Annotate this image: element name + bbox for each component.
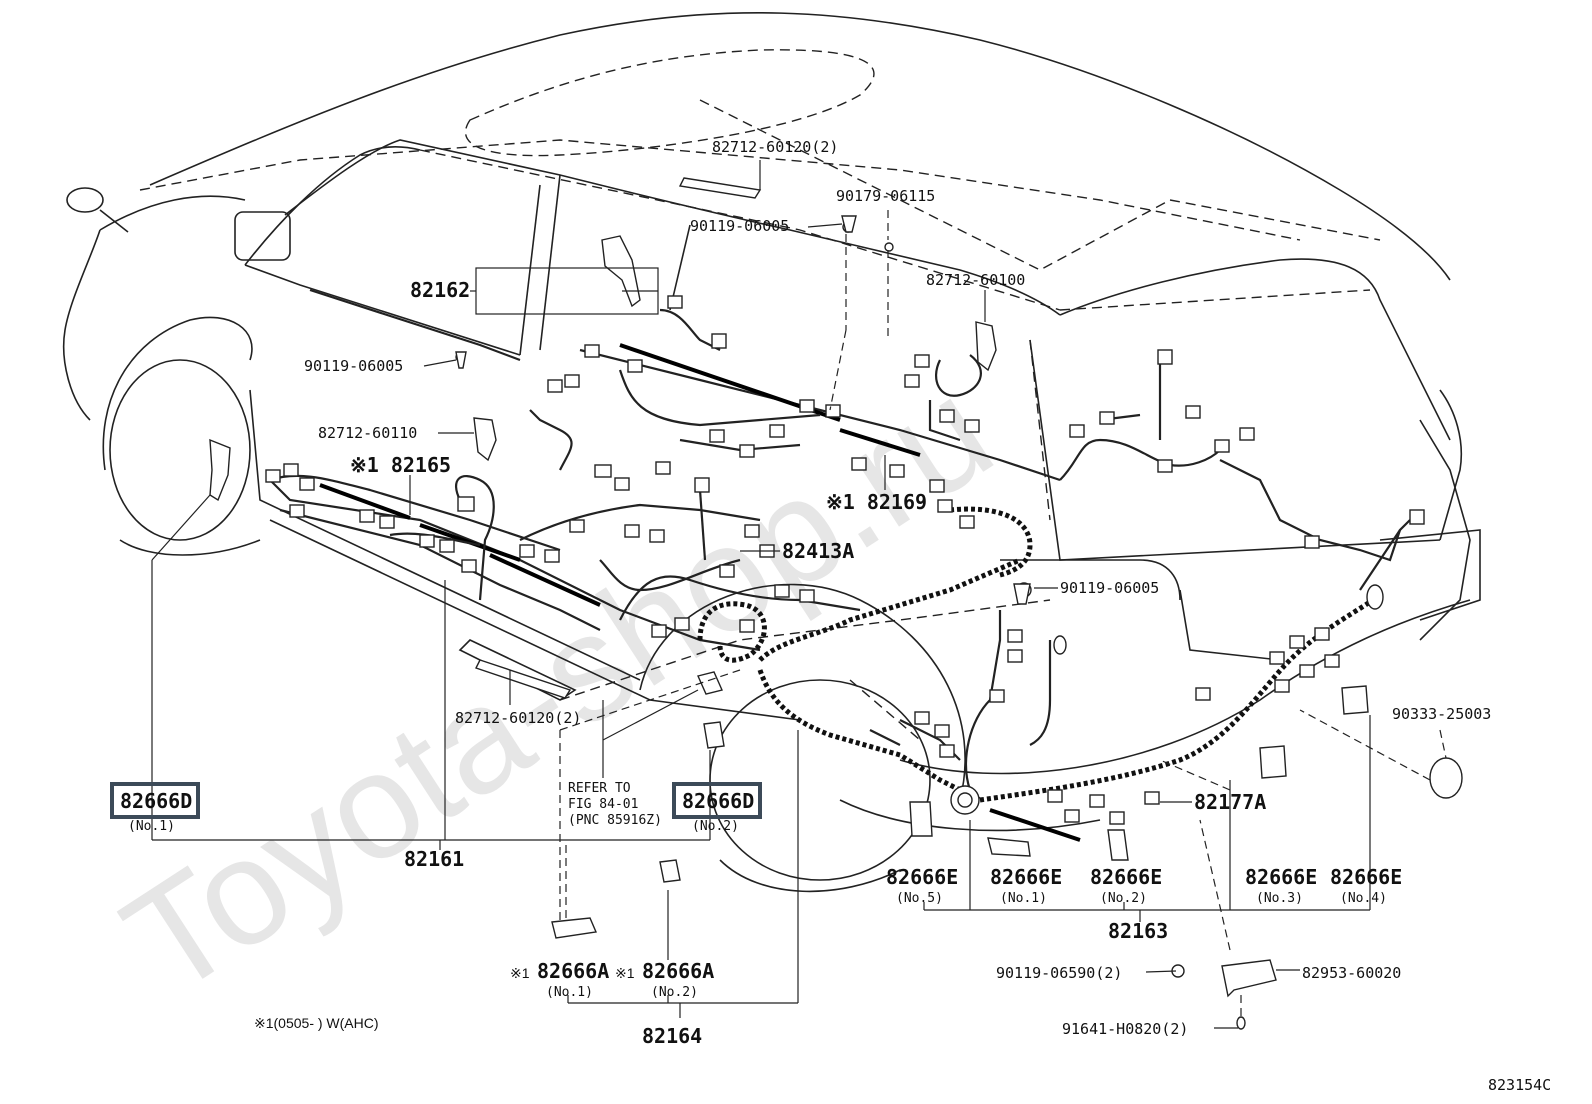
label-82666e-no4: 82666E — [1330, 865, 1402, 889]
label-82666a-no1: 82666A — [537, 959, 609, 983]
label-82162: 82162 — [410, 278, 470, 302]
clip-82666d-no2 — [703, 721, 725, 749]
label-82177a: 82177A — [1194, 790, 1266, 814]
mark-82666a-no1: ※1 — [510, 965, 530, 981]
label-82666e-no2: 82666E — [1090, 865, 1162, 889]
highlight-82666d-no2 — [672, 782, 762, 819]
bolt-90119-06005-top — [841, 215, 857, 233]
leader-lines — [151, 160, 1447, 1029]
label-82712-60120-top: 82712-60120(2) — [712, 138, 838, 156]
label-82666d-no1: 82666D — [120, 789, 192, 813]
figure-code: 823154C — [1488, 1076, 1551, 1094]
clip-82666e-no1 — [987, 837, 1031, 857]
clip-82666e-no2 — [1107, 829, 1129, 861]
label-82953-60020: 82953-60020 — [1302, 964, 1401, 982]
relay-refer — [697, 671, 723, 695]
refer-line1: REFER TO — [568, 781, 631, 796]
label-90119-06005-top: 90119-06005 — [690, 217, 789, 235]
refer-line3: (PNC 85916Z) — [568, 813, 662, 828]
label-90119-06590: 90119-06590(2) — [996, 964, 1122, 982]
bracket-82666d-no1 — [209, 438, 231, 502]
label-82712-60100: 82712-60100 — [926, 271, 1025, 289]
bolt-90119-06005-right — [1013, 583, 1031, 605]
label-82666e-no1: 82666E — [990, 865, 1062, 889]
clip-82666e-no5 — [909, 801, 933, 837]
protector-82712-60120-top — [678, 177, 762, 199]
bracket-82162 — [601, 235, 641, 308]
label-82666e-no3: 82666E — [1245, 865, 1317, 889]
bracket-82712-60110 — [473, 417, 497, 462]
wire-harnesses — [269, 221, 1411, 1030]
refer-line2: FIG 84-01 — [568, 797, 638, 812]
footnote-ahc: ※1(0505- ) W(AHC) — [254, 1015, 379, 1031]
sub-82666e-no3: (No.3) — [1256, 891, 1303, 906]
label-82165: ※1 82165 — [350, 453, 451, 477]
clip-82666e-no4 — [1341, 685, 1369, 715]
clip-82666e-no3 — [1259, 745, 1287, 779]
label-82161: 82161 — [404, 847, 464, 871]
clips-brackets — [209, 177, 1463, 998]
label-82164: 82164 — [642, 1024, 702, 1048]
label-82712-60110: 82712-60110 — [318, 424, 417, 442]
label-82712-60120-bottom: 82712-60120(2) — [455, 709, 581, 727]
sub-82666d-no1: (No.1) — [128, 819, 175, 834]
label-91641-h0820: 91641-H0820(2) — [1062, 1020, 1188, 1038]
sub-82666e-no1: (No.1) — [1000, 891, 1047, 906]
plug-90333-25003 — [1429, 757, 1463, 799]
sub-82666e-no2: (No.2) — [1100, 891, 1147, 906]
bracket-82953-60020 — [1221, 959, 1277, 998]
label-82666d-no2: 82666D — [682, 789, 754, 813]
vehicle-outline — [62, 12, 1481, 893]
label-90333-25003: 90333-25003 — [1392, 705, 1491, 723]
sub-82666a-no1: (No.1) — [546, 985, 593, 1000]
mark-82666a-no2: ※1 — [615, 965, 635, 981]
clip-82666a-no2 — [659, 859, 681, 883]
protector-82712-60120-bottom — [475, 659, 572, 699]
label-82163: 82163 — [1108, 919, 1168, 943]
clip-82666a-no1 — [551, 917, 598, 939]
label-82666e-no5: 82666E — [886, 865, 958, 889]
sub-82666a-no2: (No.2) — [651, 985, 698, 1000]
sub-82666e-no4: (No.4) — [1340, 891, 1387, 906]
sub-82666d-no2: (No.2) — [692, 819, 739, 834]
sub-82666e-no5: (No.5) — [896, 891, 943, 906]
label-82169: ※1 82169 — [826, 490, 927, 514]
bracket-82712-60100 — [975, 321, 997, 372]
highlight-82666d-no1 — [110, 782, 200, 819]
label-82666a-no2: 82666A — [642, 959, 714, 983]
label-90179-06115: 90179-06115 — [836, 187, 935, 205]
label-82413a: 82413A — [782, 539, 854, 563]
part-labels: 82712-60120(2) 90179-06115 90119-06005 8… — [110, 138, 1551, 1094]
label-90119-06005-left: 90119-06005 — [304, 357, 403, 375]
bolt-90119-06005-left — [455, 351, 467, 369]
label-90119-06005-right: 90119-06005 — [1060, 579, 1159, 597]
